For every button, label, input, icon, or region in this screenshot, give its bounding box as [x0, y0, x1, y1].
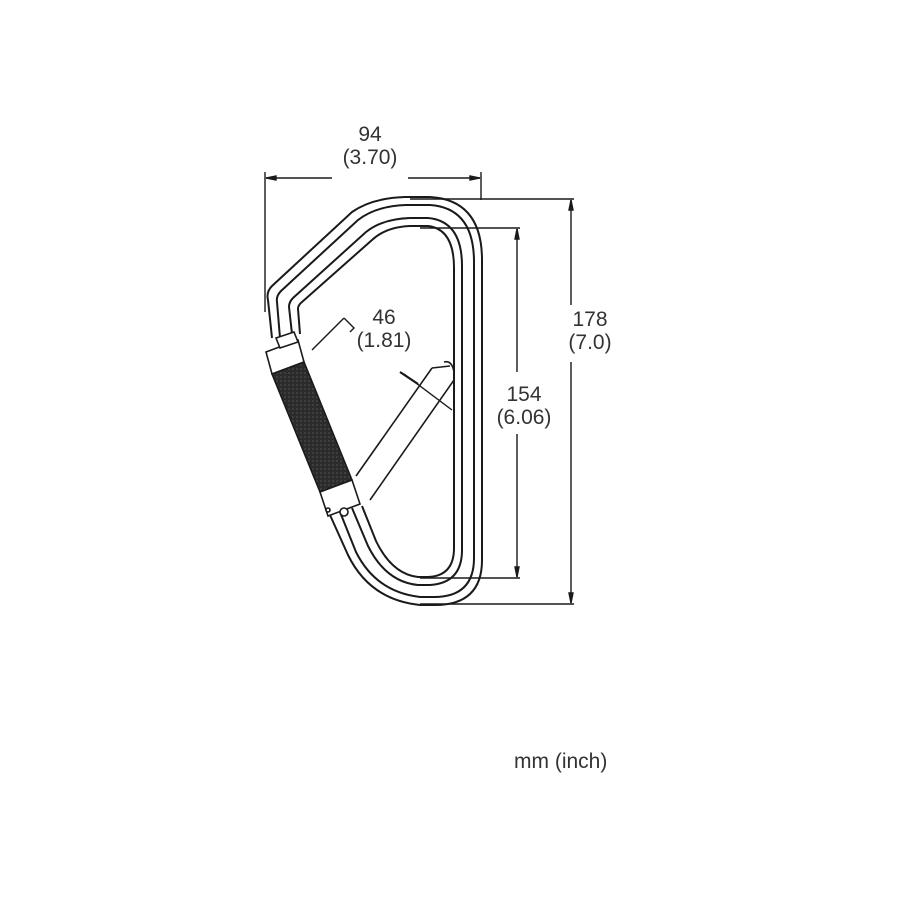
width-mm: 94 [358, 123, 382, 146]
dimension-inner-length [420, 227, 520, 579]
width-inch: (3.70) [342, 146, 398, 169]
gate [265, 331, 362, 518]
gate-opening-label: 46 (1.81) [344, 306, 424, 352]
units-label: mm (inch) [514, 750, 608, 773]
overall-length-label: 178 (7.0) [550, 308, 630, 354]
knurled-sleeve [270, 360, 354, 494]
dimension-overall-length [410, 198, 574, 605]
inner-length-label: 154 (6.06) [484, 383, 564, 429]
gate-opening-inch: (1.81) [356, 329, 412, 352]
width-label: 94 (3.70) [330, 123, 410, 169]
overall-length-inch: (7.0) [568, 331, 612, 354]
gate-opening-mm: 46 [372, 306, 396, 329]
gate-keeper [355, 360, 455, 501]
dimension-width [264, 172, 482, 312]
overall-length-mm: 178 [572, 308, 608, 331]
dimension-gate-opening [311, 317, 453, 411]
inner-length-mm: 154 [506, 383, 542, 406]
inner-length-inch: (6.06) [496, 406, 552, 429]
